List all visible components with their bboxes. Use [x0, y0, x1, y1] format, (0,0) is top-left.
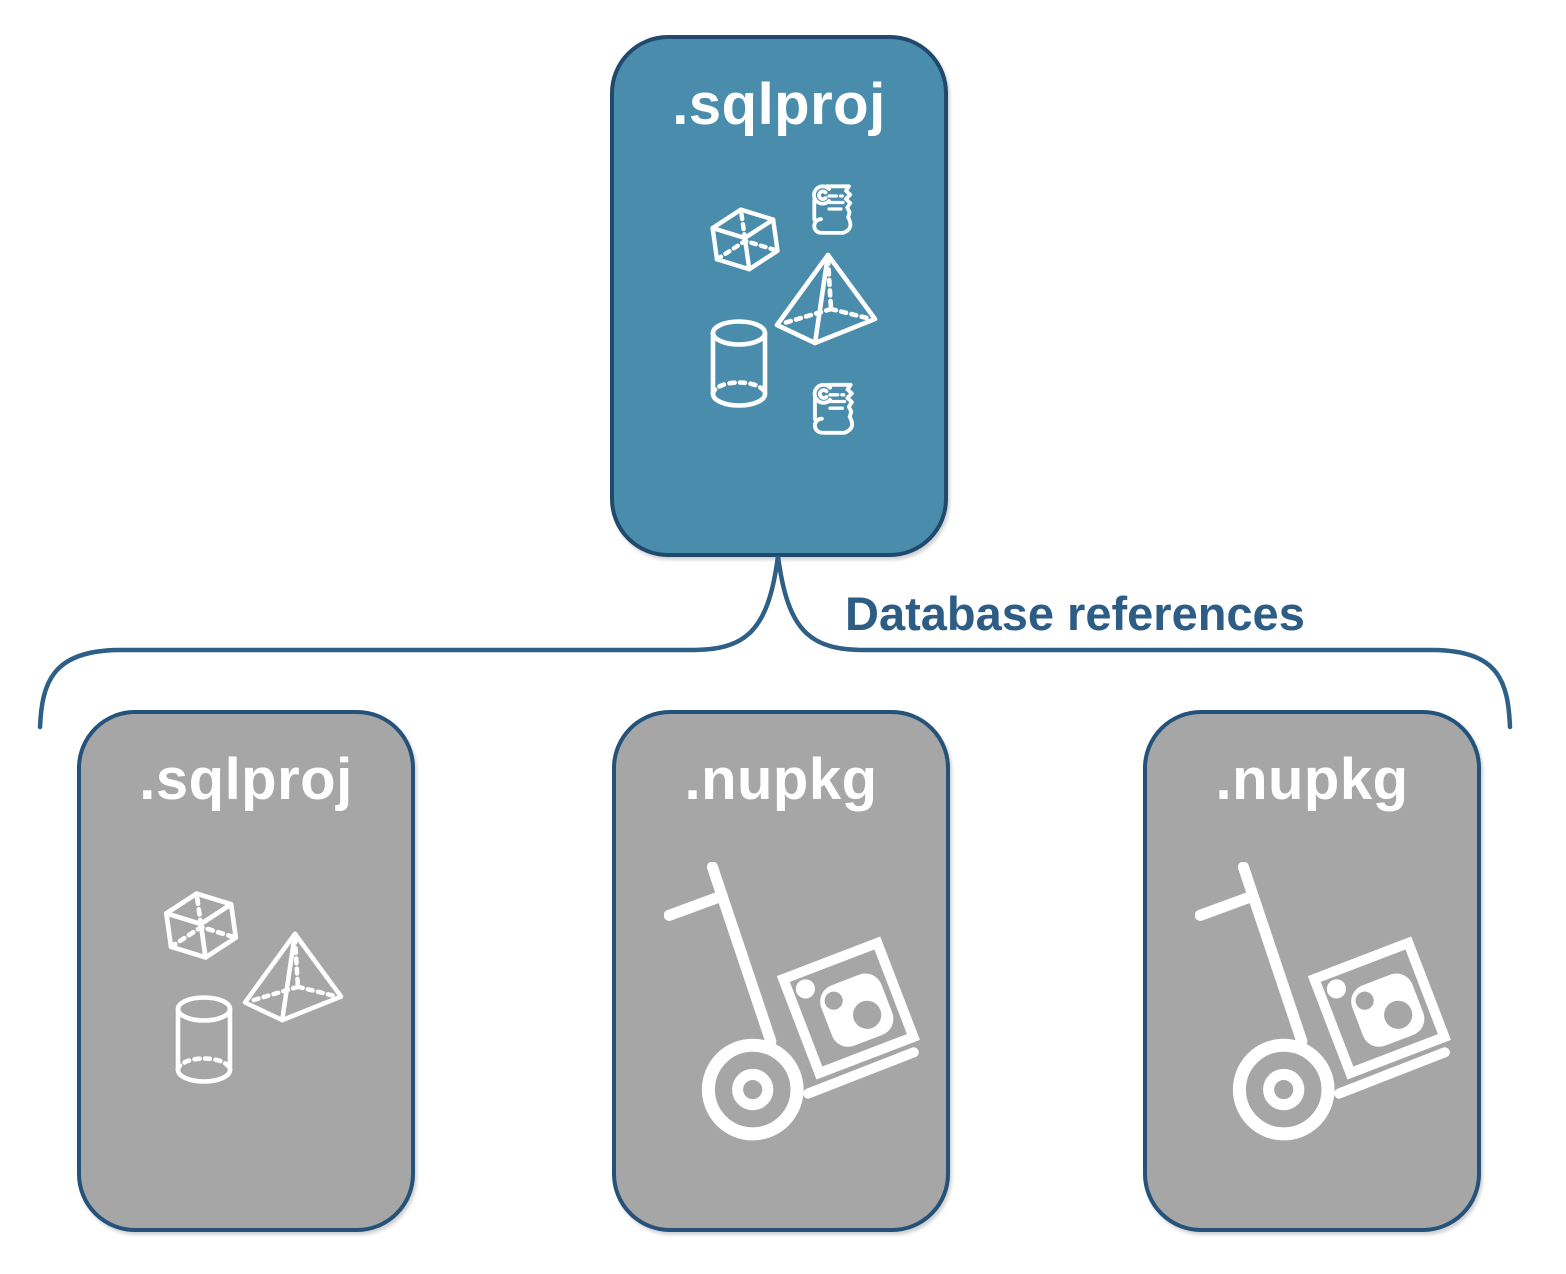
root-box-label: .sqlproj	[672, 72, 886, 137]
child-box-label: .sqlproj	[139, 747, 353, 812]
nuget-handtruck-icon	[1195, 862, 1457, 1154]
cylinder-icon	[704, 317, 774, 412]
child-box-nupkg: .nupkg	[612, 710, 950, 1232]
nuget-handtruck-icon	[664, 862, 926, 1154]
pyramid-icon	[770, 249, 882, 349]
cube-icon	[155, 878, 247, 970]
cylinder-icon	[169, 993, 239, 1088]
script-scroll-icon	[812, 382, 855, 435]
child-box-label: .nupkg	[684, 747, 878, 812]
child-box-nupkg: .nupkg	[1143, 710, 1481, 1232]
child-box-label: .nupkg	[1215, 747, 1409, 812]
child-box-sqlproj: .sqlproj	[77, 710, 415, 1232]
pyramid-icon	[237, 928, 349, 1026]
connector-label: Database references	[845, 587, 1305, 640]
script-scroll-icon	[812, 184, 853, 235]
root-box-sqlproj: .sqlproj	[610, 35, 948, 557]
